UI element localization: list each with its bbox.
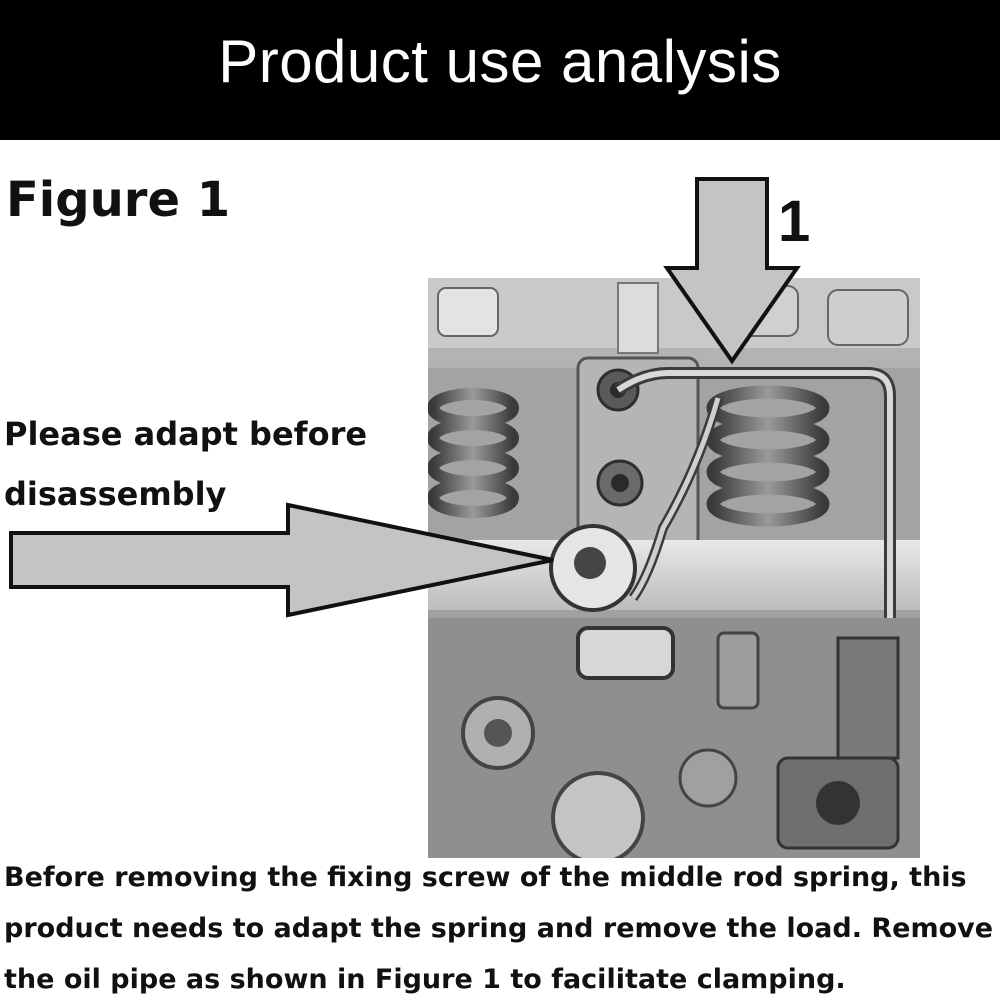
right-arrow-icon [9,502,554,618]
figure-label: Figure 1 [6,172,231,228]
instruction-caption: Before removing the fixing screw of the … [4,862,994,995]
adapt-note: Please adapt before disassembly [4,415,368,513]
engine-spring-photo [428,278,920,858]
page-title: Product use analysis [218,27,782,95]
header-banner: Product use analysis [0,0,1000,140]
down-arrow-icon [663,177,801,365]
callout-number-1: 1 [778,189,811,254]
